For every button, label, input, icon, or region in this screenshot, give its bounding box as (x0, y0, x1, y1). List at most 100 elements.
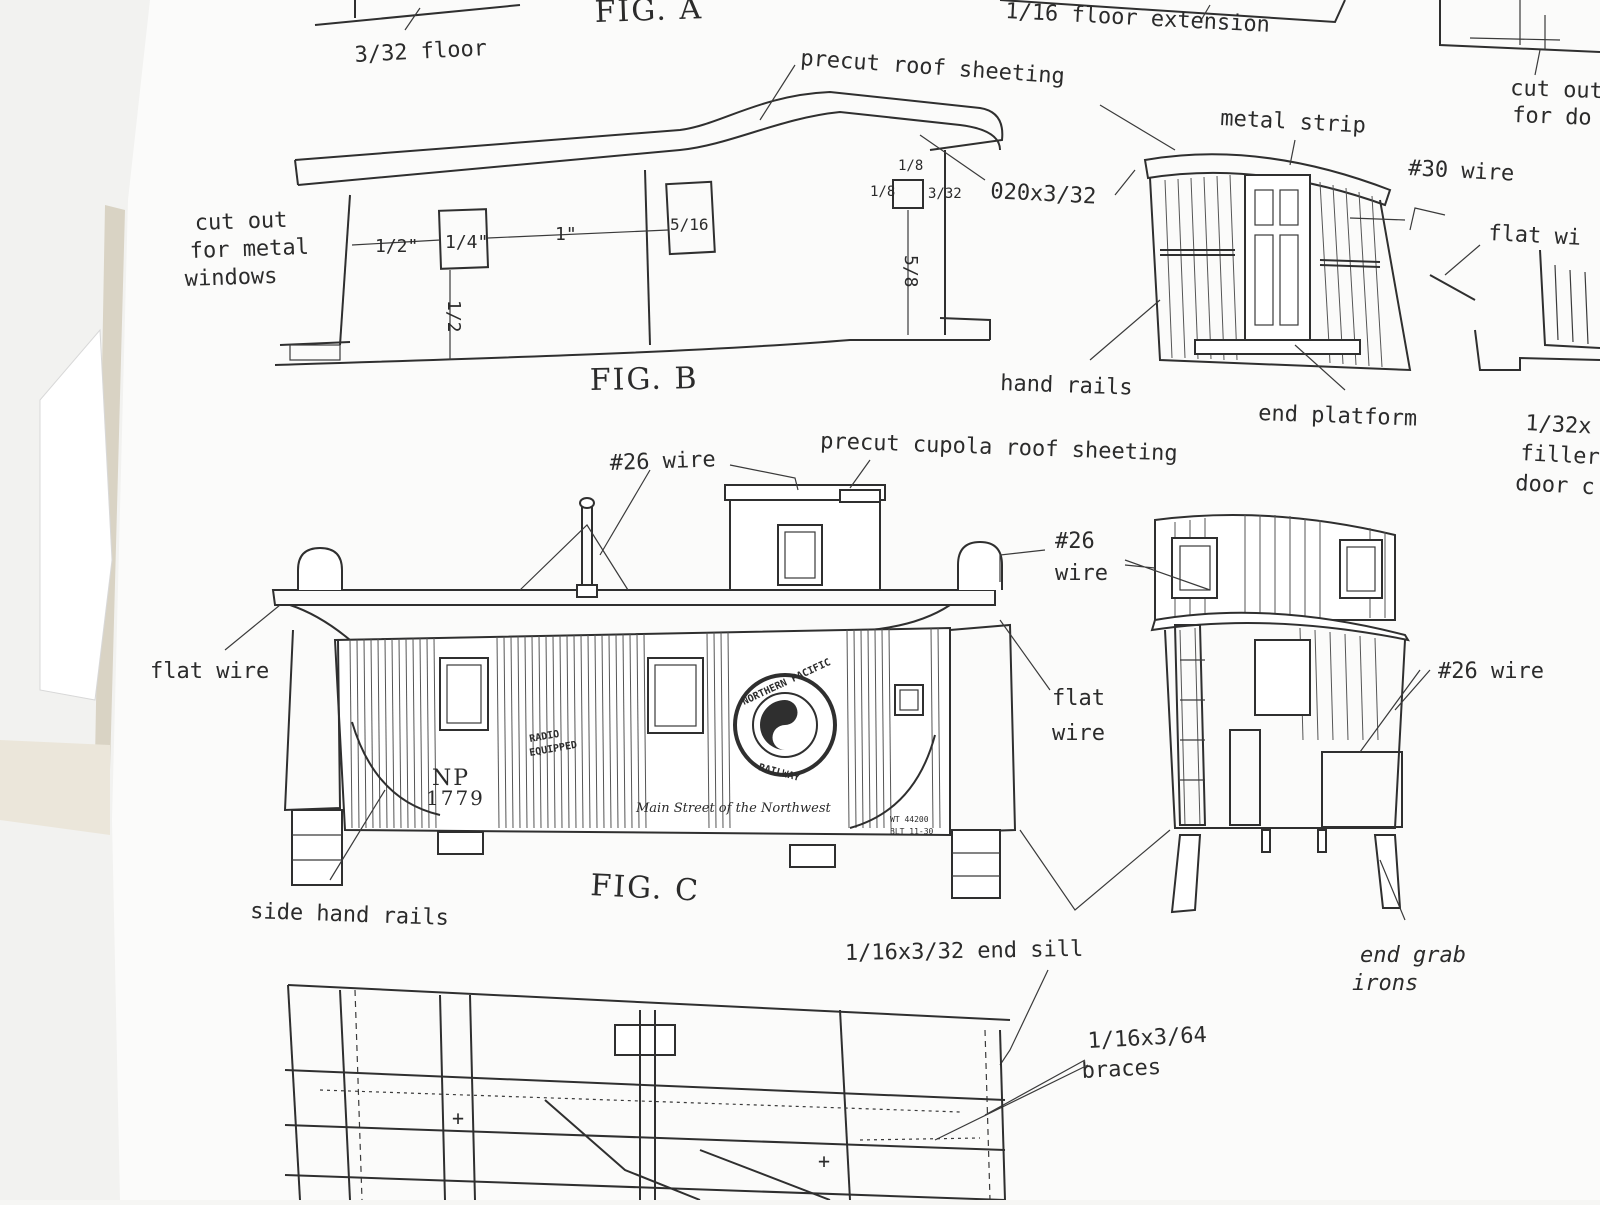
body-rib (377, 639, 381, 829)
body-rib (867, 629, 871, 829)
label-flat-wire-top: flat wi (1488, 221, 1582, 251)
label-flat-wire-right-2: wire (1052, 721, 1105, 746)
label-end-grab-1: end grab (1360, 943, 1466, 968)
dim-1-8-b: 1/8 (870, 184, 895, 200)
body-rib (573, 635, 577, 829)
body-rib (552, 635, 556, 829)
label-cut-out-door-1: cut out (1510, 76, 1600, 104)
body-rib (496, 636, 500, 829)
fig-b-partial-right: 1/32x filler door c (1474, 249, 1600, 500)
label-filler-1: 1/32x (1525, 411, 1592, 439)
body-rib (559, 635, 563, 829)
label-fig-c: FIG. C (590, 868, 701, 909)
body-rib (706, 632, 710, 829)
radio-text-1: RADIO (529, 729, 561, 745)
body-rib (587, 634, 591, 829)
dim-quarter-inch: 1/4" (445, 232, 488, 253)
label-26-wire-right: #26 wire (1438, 659, 1544, 684)
label-hand-rails: hand rails (1000, 371, 1133, 401)
plus-mark-2: + (818, 1149, 830, 1173)
body-rib (580, 635, 584, 829)
label-end-sill: 1/16x3/32 end sill (845, 937, 1084, 966)
body-rib (643, 633, 647, 829)
body-rib (356, 639, 360, 829)
body-rib (888, 628, 892, 829)
body-rib (349, 639, 353, 829)
label-braces-2: braces (1081, 1055, 1162, 1084)
dim-3-32: 3/32 (928, 186, 962, 202)
fig-c-caboose-end: #26 wire end grab irons (1019, 514, 1544, 996)
body-rib (622, 634, 626, 829)
label-fig-b: FIG. B (590, 361, 699, 398)
body-rib (545, 635, 549, 829)
label-end-platform: end platform (1258, 401, 1418, 432)
body-rib (636, 633, 640, 829)
body-rib (853, 629, 857, 829)
body-rib (615, 634, 619, 829)
weight-text: WT 44200 (890, 815, 929, 824)
fig-b-end-view: metal strip #30 wire flat wi hand rails … (1000, 104, 1582, 432)
body-rib (874, 629, 878, 829)
body-rib (937, 627, 941, 829)
body-rib (720, 632, 724, 829)
dim-5-8: 5/8 (900, 255, 921, 288)
label-fig-a: FIG. A (594, 0, 703, 30)
body-rib (727, 632, 731, 829)
label-26-wire-b2: wire (1055, 561, 1108, 586)
label-braces-1: 1/16x3/64 (1087, 1023, 1207, 1054)
label-020x3-32: 020x3/32 (990, 179, 1097, 210)
body-rib (391, 638, 395, 829)
dim-half-inch-2: 1/2 (443, 300, 464, 333)
body-rib (510, 636, 514, 829)
body-rib (930, 628, 934, 829)
label-end-grab-2: irons (1352, 971, 1418, 996)
dim-half-inch-1: 1/2" (375, 236, 418, 257)
body-rib (503, 636, 507, 829)
label-filler-2: filler (1520, 441, 1600, 470)
body-rib (629, 634, 633, 829)
label-windows: windows (184, 264, 278, 292)
label-flat-wire-right-1: flat (1052, 686, 1105, 711)
plus-mark-1: + (452, 1106, 464, 1130)
np-initials: NP (432, 766, 470, 791)
steps-left (291, 809, 343, 886)
dim-one-inch: 1" (555, 224, 577, 245)
label-26-wire-top: #26 wire (609, 447, 716, 476)
body-rib (608, 634, 612, 829)
body-rib (601, 634, 605, 829)
label-for-metal: for metal (189, 235, 309, 264)
body-rib (538, 635, 542, 829)
label-cut-out: cut out (194, 208, 288, 236)
body-rib (405, 638, 409, 829)
label-cut-out-door-2: for do (1512, 103, 1592, 131)
body-rib (370, 639, 374, 829)
body-rib (713, 632, 717, 829)
body-rib (881, 629, 885, 829)
body-rib (531, 636, 535, 829)
label-flat-wire-left: flat wire (150, 659, 269, 684)
body-rib (363, 639, 367, 829)
label-30-wire: #30 wire (1408, 156, 1515, 187)
body-rib (419, 638, 423, 829)
body-rib (524, 636, 528, 829)
body-rib (860, 629, 864, 829)
body-rib (594, 634, 598, 829)
body-rib (384, 638, 388, 829)
body-rib (426, 638, 430, 829)
built-text: BLT 11-30 (890, 827, 934, 836)
label-filler-3: door c (1515, 471, 1596, 500)
body-rib (566, 635, 570, 829)
car-number: 1779 (426, 786, 485, 810)
body-rib (433, 638, 437, 829)
fig-c-caboose-side: NORTHERN PACIFIC RAILWAY NP 1779 RADIO E… (150, 429, 1178, 931)
paper-sheet (112, 0, 1600, 1200)
underframe-drawing: 1/16x3/32 end sill 1/16x3/64 braces + + (284, 937, 1207, 1201)
steps-right (951, 829, 1001, 899)
slogan-text: Main Street of the Northwest (635, 801, 832, 816)
dim-5-16: 5/16 (670, 215, 709, 234)
dim-1-8-a: 1/8 (898, 158, 923, 174)
body-rib (846, 629, 850, 829)
label-26-wire-b1: #26 (1055, 529, 1095, 554)
